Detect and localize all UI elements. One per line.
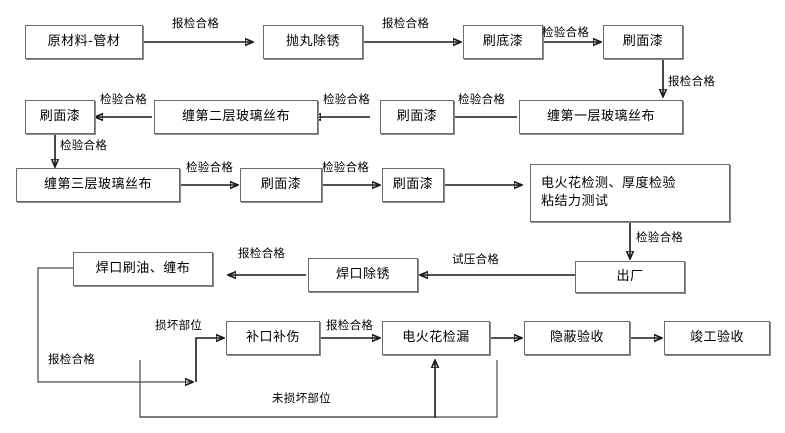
edge-label-e11: 检验合格 — [636, 230, 684, 244]
edge-label-e13: 报检合格 — [238, 246, 286, 260]
node-label: 刷面漆 — [260, 177, 302, 193]
node-wrap-layer-2[interactable]: 缠第二层玻璃丝布 — [154, 100, 318, 134]
edge-label-e9: 检验合格 — [186, 160, 234, 174]
edge-undamaged-loop — [139, 360, 498, 418]
node-shot-blasting[interactable]: 抛丸除锈 — [263, 25, 363, 59]
node-label: 出厂 — [616, 269, 644, 285]
node-topcoat-2[interactable]: 刷面漆 — [380, 100, 454, 134]
edge-label-e6: 检验合格 — [323, 92, 371, 106]
edge-label-e3: 检验合格 — [542, 25, 590, 39]
edge-label-e7: 检验合格 — [100, 92, 148, 106]
node-label: 缠第二层玻璃丝布 — [181, 109, 290, 125]
node-concealed-acceptance[interactable]: 隐蔽验收 — [524, 321, 630, 355]
node-label: 补口补伤 — [245, 330, 300, 346]
node-joint-repair[interactable]: 补口补伤 — [226, 321, 320, 355]
node-label: 刷面漆 — [39, 109, 81, 125]
node-weld-derusting[interactable]: 焊口除锈 — [308, 258, 418, 292]
node-spark-thickness-test[interactable]: 电火花检测、厚度检验 粘结力测试 — [530, 164, 730, 222]
edge-label-e17: 未损坏部位 — [272, 391, 331, 405]
edge-label-e14: 损坏部位 — [155, 318, 203, 332]
node-label: 刷底漆 — [482, 34, 524, 50]
edge-label-e2: 报检合格 — [382, 16, 430, 30]
node-label: 刷面漆 — [396, 109, 438, 125]
node-wrap-layer-3[interactable]: 缠第三层玻璃丝布 — [16, 168, 180, 202]
node-label: 电火花检测、厚度检验 粘结力测试 — [541, 176, 677, 209]
node-topcoat-4[interactable]: 刷面漆 — [240, 168, 322, 202]
node-label: 电火花检漏 — [402, 330, 470, 346]
edge-label-e15: 报检合格 — [326, 318, 374, 332]
node-label: 缠第一层玻璃丝布 — [546, 109, 655, 125]
node-label: 焊口除锈 — [335, 267, 390, 283]
node-raw-material[interactable]: 原材料-管材 — [25, 25, 143, 59]
edge-label-e10: 检验合格 — [322, 160, 370, 174]
edge-label-e16: 报检合格 — [48, 352, 96, 366]
node-label: 缠第三层玻璃丝布 — [43, 177, 152, 193]
node-wrap-layer-1[interactable]: 缠第一层玻璃丝布 — [519, 100, 683, 134]
node-spark-leak-test[interactable]: 电火花检漏 — [382, 321, 490, 355]
edge-label-e5: 检验合格 — [458, 92, 506, 106]
node-label: 原材料-管材 — [47, 34, 121, 50]
edge-loop-n16 — [195, 338, 224, 382]
node-topcoat-1[interactable]: 刷面漆 — [603, 25, 683, 59]
node-completion-acceptance[interactable]: 竣工验收 — [664, 321, 770, 355]
edge-label-e4: 报检合格 — [668, 74, 716, 88]
edge-label-e8: 检验合格 — [60, 138, 108, 152]
edge-label-e12: 试压合格 — [452, 252, 500, 266]
edge-label-e1: 报检合格 — [172, 16, 220, 30]
node-label: 刷面漆 — [392, 177, 434, 193]
node-topcoat-3[interactable]: 刷面漆 — [25, 100, 95, 134]
node-label: 刷面漆 — [622, 34, 664, 50]
node-factory-shipment[interactable]: 出厂 — [575, 261, 685, 293]
node-label: 焊口刷油、缠布 — [95, 261, 191, 277]
node-label: 隐蔽验收 — [549, 330, 604, 346]
node-weld-oil-wrap[interactable]: 焊口刷油、缠布 — [73, 252, 213, 286]
node-label: 竣工验收 — [689, 330, 744, 346]
node-primer-coat[interactable]: 刷底漆 — [463, 25, 543, 59]
node-label: 抛丸除锈 — [285, 34, 340, 50]
node-topcoat-5[interactable]: 刷面漆 — [382, 168, 444, 202]
